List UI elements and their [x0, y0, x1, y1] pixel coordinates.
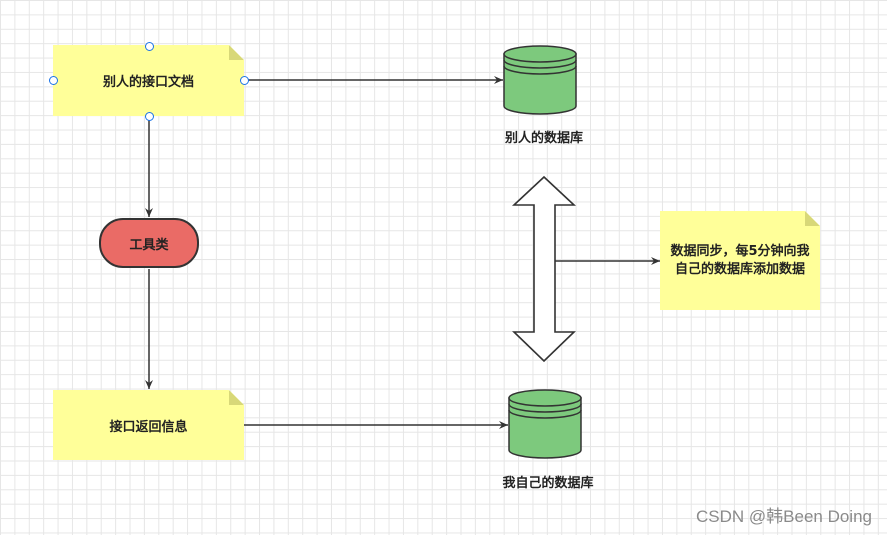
- selection-handle-right[interactable]: [240, 76, 249, 85]
- selection-handle-left[interactable]: [49, 76, 58, 85]
- note-sync-line-1: 数据同步，每5分钟向我: [670, 243, 810, 259]
- my-db-label: 我自己的数据库: [502, 476, 594, 491]
- note-sync-text: 数据同步，每5分钟向我 自己的数据库添加数据: [670, 243, 809, 279]
- tool-class-label: 工具类: [129, 237, 169, 253]
- selection-handle-top[interactable]: [145, 42, 154, 51]
- csdn-watermark: CSDN @韩Been Doing: [696, 507, 872, 526]
- note-sync-description[interactable]: 数据同步，每5分钟向我 自己的数据库添加数据: [660, 211, 820, 310]
- note-other-api-doc-label: 别人的接口文档: [102, 75, 194, 90]
- tool-class-node[interactable]: 工具类: [99, 218, 199, 268]
- note-other-api-doc[interactable]: 别人的接口文档: [53, 45, 244, 116]
- selection-handle-bottom[interactable]: [145, 112, 154, 121]
- note-api-return-info-label: 接口返回信息: [109, 419, 188, 435]
- note-sync-line-2: 自己的数据库添加数据: [674, 261, 805, 277]
- sync-double-arrow[interactable]: [511, 175, 577, 363]
- other-db-cylinder-icon[interactable]: [503, 45, 577, 115]
- my-db-cylinder-icon[interactable]: [508, 389, 582, 459]
- other-db-label: 别人的数据库: [504, 131, 584, 146]
- note-api-return-info[interactable]: 接口返回信息: [53, 390, 244, 460]
